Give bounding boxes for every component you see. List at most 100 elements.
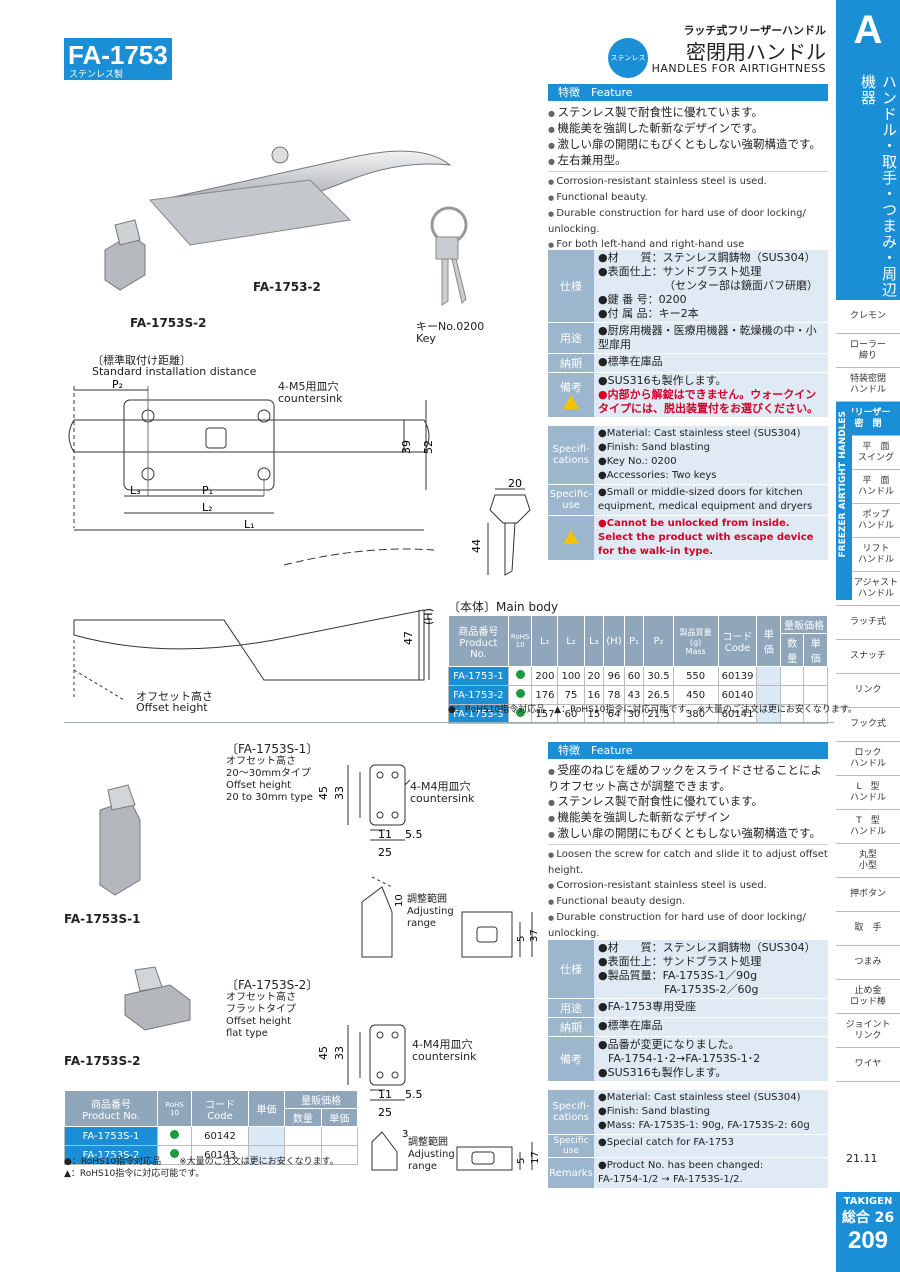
side-nav-item[interactable]: リンク xyxy=(836,674,900,708)
side-nav-item[interactable]: L 型 ハンドル xyxy=(836,776,900,810)
table-cell: 100 xyxy=(557,666,585,686)
side-nav-item[interactable]: リフト ハンドル xyxy=(836,538,900,572)
side-nav-item[interactable]: 平 面 スイング xyxy=(836,436,900,470)
spec2-panel: 仕様 ●材 質：ステンレス鋼鋳物（SUS304） ●表面仕上：サンドブラスト処理… xyxy=(548,940,828,1189)
dim-39: 39 xyxy=(400,440,413,454)
table-cell: 60141 xyxy=(717,704,758,724)
th-unit: 単価 xyxy=(803,633,828,667)
table-row: FA-1753S-1 60142 xyxy=(64,1126,359,1146)
countersink-en: countersink xyxy=(278,392,343,405)
side-nav-item[interactable]: ロック ハンドル xyxy=(836,742,900,776)
table-cell: 30.5 xyxy=(643,666,674,686)
qty-cell xyxy=(779,666,805,686)
s1-photo xyxy=(99,784,141,896)
side-nav-item[interactable]: フック式 xyxy=(836,708,900,742)
warning-icon xyxy=(563,529,579,544)
side-nav-item[interactable]: つまみ xyxy=(836,946,900,980)
s1-desc-3: Offset height xyxy=(226,780,292,791)
model-number: FA-1753 xyxy=(68,40,168,70)
s1-dim-45: 45 xyxy=(317,786,330,800)
side-nav-item[interactable]: ローラー 締り xyxy=(836,334,900,368)
side-nav-item[interactable]: 特装密閉 ハンドル xyxy=(836,368,900,402)
price-cell xyxy=(756,666,781,686)
s2-countersink-en: countersink xyxy=(412,1050,477,1063)
base-outline xyxy=(123,399,275,491)
table-row: FA-1753S-2 60143 xyxy=(64,1145,359,1165)
table2-foot2: ▲：RoHS10指令に対応可能です。 xyxy=(64,1169,205,1179)
spec2-use: ●FA-1753専用受座 xyxy=(594,998,828,1018)
side-category: ハンドル・取手・つまみ・周辺機器 xyxy=(836,60,900,300)
side-nav-item[interactable]: 丸型 小型 xyxy=(836,844,900,878)
key-photo xyxy=(430,206,468,306)
s2-dim-3: 3 xyxy=(402,1129,408,1140)
price-cell xyxy=(247,1145,286,1165)
s1-desc: オフセット高さ 20～30mmタイプ Offset height 20 to 3… xyxy=(226,756,313,804)
t2-th-unit: 単価 xyxy=(320,1108,359,1127)
t2-th-product: 商品番号 Product No. xyxy=(64,1090,158,1127)
feature1-jp-list: ステンレス製で耐食性に優れています。 機能美を強調した斬新なデザインです。 激し… xyxy=(548,105,828,169)
side-nav-item[interactable]: T 型 ハンドル xyxy=(836,810,900,844)
spec2-use-key: 用途 xyxy=(548,998,594,1018)
table-cell: 550 xyxy=(672,666,719,686)
product-no: FA-1753-3 xyxy=(448,704,509,724)
s2-dim-11: 11 xyxy=(378,1088,392,1101)
feature1-en-list: Corrosion-resistant stainless steel is u… xyxy=(548,174,828,253)
spec1-use-en: ●Small or middle-sized doors for kitchen… xyxy=(594,484,828,516)
spec1-note1: ●SUS316も製作します。 xyxy=(598,374,727,387)
spec2-note1: ●品番が変更になりました。 xyxy=(598,1038,740,1051)
side-nav-item[interactable]: 止め金 ロッド棒 xyxy=(836,980,900,1014)
unit-cell xyxy=(803,666,828,686)
feature2-head: 特徴 Feature xyxy=(548,742,828,759)
feature2-head-jp: 特徴 xyxy=(558,744,580,757)
side-nav-item[interactable]: ワイヤ xyxy=(836,1048,900,1082)
s1-front-drawing: 45 33 11 5.5 25 xyxy=(317,764,423,859)
stainless-badge: ステンレス xyxy=(608,38,648,78)
dim-p2: P₂ xyxy=(112,378,123,391)
s2-front-drawing: 45 33 11 5.5 25 xyxy=(317,1024,423,1119)
s2-title: 〔FA-1753S-2〕 xyxy=(226,978,319,992)
side-nav-item[interactable]: スナッチ xyxy=(836,640,900,674)
material-tag: ステンレス製 xyxy=(69,70,124,80)
spec2-material-en: ●Material: Cast stainless steel (SUS304) xyxy=(598,1092,801,1103)
footer-general: 総合 26 xyxy=(841,1210,895,1226)
spec1-material-en: ●Material: Cast stainless steel (SUS304) xyxy=(598,428,801,439)
feature1-en-item: Durable construction for hard use of doo… xyxy=(548,206,828,237)
spec2-use-key-en: Specific use xyxy=(548,1134,594,1158)
side-nav-item[interactable]: 取 手 xyxy=(836,912,900,946)
spec2-mass2: FA-1753S-2／60g xyxy=(664,983,759,996)
side-nav-item[interactable]: クレモン xyxy=(836,300,900,334)
table-cell: 20 xyxy=(583,666,605,686)
s1-dim-55: 5.5 xyxy=(405,828,423,841)
feature2-jp-item: 激しい扉の開閉にもびくともしない強靭構造です。 xyxy=(548,826,828,842)
side-nav-item[interactable]: 平 面 ハンドル xyxy=(836,470,900,504)
spec2-lead: ●標準在庫品 xyxy=(594,1017,828,1037)
price-cell xyxy=(756,685,781,705)
spec1-lead: ●標準在庫品 xyxy=(594,353,828,373)
side-nav-item[interactable]: ジョイント リンク xyxy=(836,1014,900,1048)
table-cell: 60140 xyxy=(717,685,758,705)
header-subtitle: HANDLES FOR AIRTIGHTNESS xyxy=(651,62,826,75)
code-cell: 60142 xyxy=(191,1126,249,1146)
feature2-en-item: Functional beauty design. xyxy=(548,894,828,910)
s1-desc-2: 20～30mmタイプ xyxy=(226,768,311,779)
catch-hook xyxy=(114,219,141,246)
rohs-dot-icon xyxy=(170,1130,180,1139)
spec1-use-key: 用途 xyxy=(548,322,594,354)
s2-desc-1: オフセット高さ xyxy=(226,992,296,1003)
side-nav-item[interactable]: 押ボタン xyxy=(836,878,900,912)
table-cell: 64 xyxy=(603,704,625,724)
side-nav-item[interactable]: ポップ ハンドル xyxy=(836,504,900,538)
feature1-en-item: Corrosion-resistant stainless steel is u… xyxy=(548,174,828,190)
warning-icon xyxy=(563,394,579,409)
side-nav-item[interactable]: アジャスト ハンドル xyxy=(836,572,900,606)
s2-adjust: 調整範囲 Adjusting range xyxy=(408,1137,455,1173)
side-nav-item[interactable]: ラッチ式 xyxy=(836,606,900,640)
spec2-rem-key-en: Remarks xyxy=(548,1157,594,1189)
s2-dim-45: 45 xyxy=(317,1046,330,1060)
s2-desc: オフセット高さ フラットタイプ Offset height flat type xyxy=(226,992,296,1040)
t2-th-rohs: RoHS 10 xyxy=(156,1090,193,1127)
spec1-use-key-en: Specific-use xyxy=(548,484,594,516)
spec2-use-en: ●Special catch for FA-1753 xyxy=(594,1134,828,1158)
